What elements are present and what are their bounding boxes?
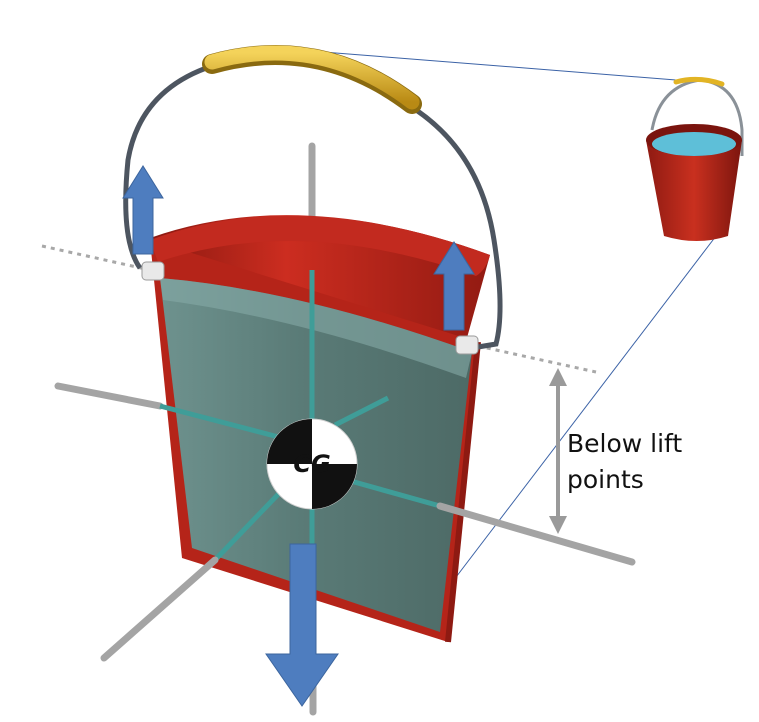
callout-line-2: points (567, 465, 644, 494)
water-surface (160, 278, 472, 378)
weight-force-arrow (265, 543, 339, 707)
horizontal-axis-inner-right (339, 475, 441, 509)
handle-wire-left (123, 63, 213, 270)
dimension-arrow (549, 368, 567, 534)
connector-line-bottom (449, 235, 717, 586)
horizontal-axis-rod-left (54, 382, 164, 410)
handle-pivot-right (455, 335, 479, 355)
bucket-right-edge (445, 341, 481, 643)
below-lift-points-label: Below lift points (567, 426, 747, 498)
lift-line-right (477, 344, 597, 374)
depth-axis-inner-front (213, 480, 292, 562)
thumbnail-bucket (646, 76, 744, 241)
horizontal-axis-rod-right (436, 502, 636, 566)
connector-line-top (322, 51, 677, 81)
bucket-rim (150, 215, 490, 276)
thumbnail-bucket-body (646, 140, 742, 241)
thumbnail-water (652, 132, 736, 156)
cg-ball-icon: CG (266, 418, 358, 510)
lift-force-arrow-right (433, 241, 475, 331)
handle-grip (204, 45, 420, 110)
depth-axis-rod-front (100, 556, 219, 662)
bucket-handle (123, 45, 503, 355)
cg-label: CG (293, 450, 330, 478)
handle-pivot-left (141, 261, 165, 281)
horizontal-axis-inner-left (159, 403, 291, 443)
lift-line-left (41, 244, 151, 272)
lift-force-arrow-left (122, 165, 164, 255)
handle-wire-right (408, 103, 503, 351)
depth-axis-inner-back (333, 395, 390, 428)
thumbnail-handle-grip (673, 76, 725, 87)
callout-line-1: Below lift (567, 429, 683, 458)
